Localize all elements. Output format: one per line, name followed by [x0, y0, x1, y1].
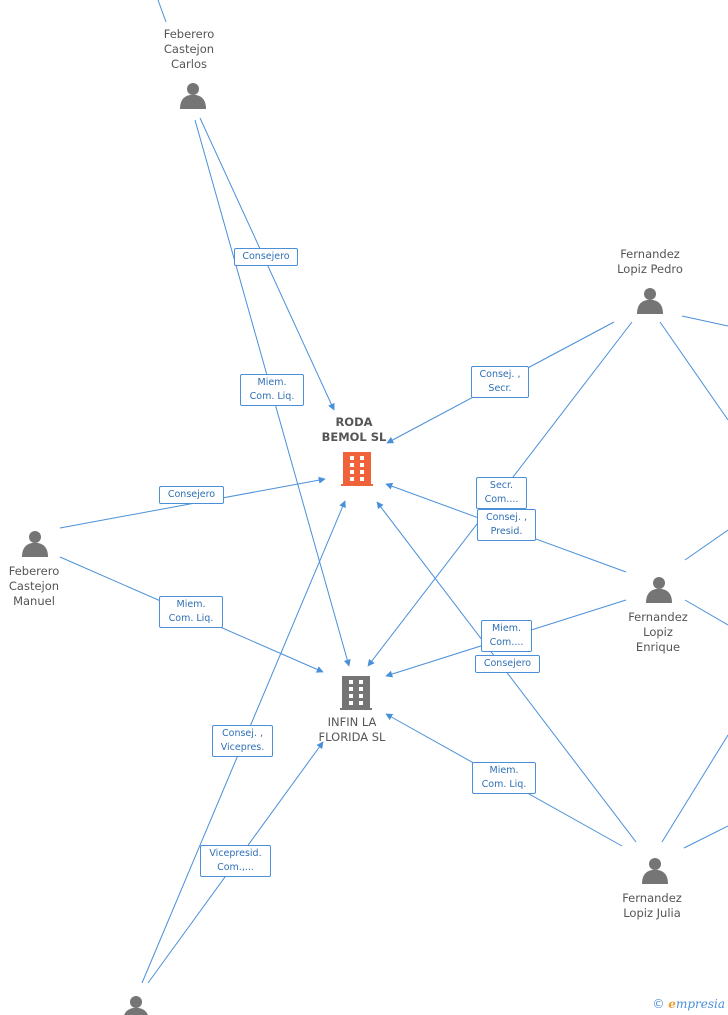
- person-icon[interactable]: [642, 858, 668, 884]
- edge-label[interactable]: Miem. Com. Liq.: [472, 762, 536, 794]
- edge-label[interactable]: Consej. , Secr.: [471, 366, 529, 398]
- node-label-feberero-manuel[interactable]: Feberero Castejon Manuel: [8, 564, 60, 608]
- edge-carlos-offscreen: [157, 0, 167, 23]
- node-label-fernandez-enrique[interactable]: Fernandez Lopiz Enrique: [628, 610, 688, 654]
- edge-enrique-right-1: [684, 529, 728, 561]
- person-icon[interactable]: [22, 531, 48, 557]
- node-label-fernandez-pedro[interactable]: Fernandez Lopiz Pedro: [617, 247, 683, 276]
- edge-julia-right-1: [661, 734, 728, 843]
- edge-label[interactable]: Consejero: [234, 248, 298, 266]
- edge-pedro-right-2: [659, 321, 728, 421]
- empresia-logo: © empresia: [652, 997, 725, 1011]
- node-label-roda-bemol[interactable]: RODA BEMOL SL: [321, 415, 387, 444]
- node-label-fernandez-julia[interactable]: Fernandez Lopiz Julia: [622, 891, 682, 920]
- edge-label[interactable]: Secr. Com....: [476, 477, 527, 509]
- edge-label[interactable]: Miem. Com. Liq.: [240, 374, 304, 406]
- edge-julia-right-2: [683, 825, 728, 849]
- edge-label[interactable]: Vicepresid. Com.,...: [200, 845, 271, 877]
- edge-label[interactable]: Consejero: [475, 655, 540, 673]
- building-icon[interactable]: [340, 676, 372, 710]
- edge-pedro-right-1: [681, 315, 728, 327]
- building-icon[interactable]: [341, 452, 373, 486]
- person-icon[interactable]: [123, 996, 149, 1015]
- edge-label[interactable]: Consej. , Vicepres.: [212, 725, 273, 757]
- person-icon[interactable]: [637, 288, 663, 314]
- edge-enrique-right-2: [684, 599, 728, 626]
- edge-label[interactable]: Consej. , Presid.: [477, 509, 536, 541]
- edge-label[interactable]: Miem. Com. Liq.: [159, 596, 223, 628]
- node-label-feberero-carlos[interactable]: Feberero Castejon Carlos: [163, 27, 215, 71]
- node-label-infin-la-florida[interactable]: INFIN LA FLORIDA SL: [318, 715, 386, 744]
- person-icon[interactable]: [180, 83, 206, 109]
- edge-label[interactable]: Miem. Com....: [481, 620, 532, 652]
- edge-label[interactable]: Consejero: [159, 486, 224, 504]
- person-icon[interactable]: [646, 577, 672, 603]
